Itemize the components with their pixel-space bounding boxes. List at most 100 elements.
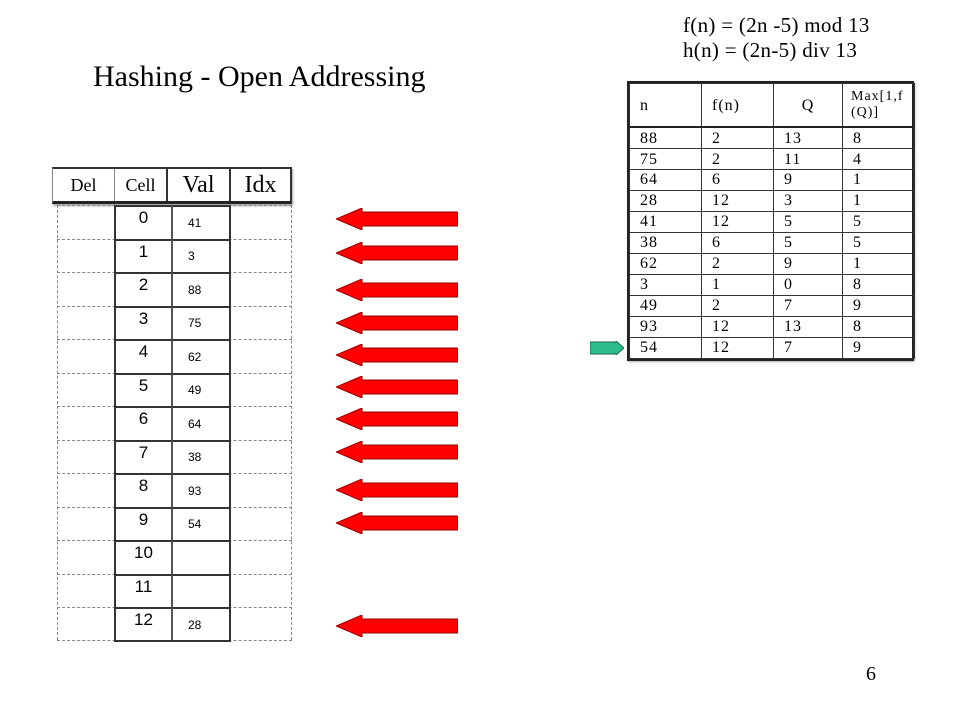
current-row-pointer-icon <box>590 341 624 355</box>
slide-title: Hashing - Open Addressing <box>93 60 426 93</box>
cell-index: 5 <box>114 372 172 406</box>
table-row: 1 3 <box>57 238 292 272</box>
left-arrow-icon <box>336 279 458 301</box>
f-value: 2 <box>701 294 774 317</box>
del-column-border <box>57 205 58 640</box>
left-arrow-icon <box>336 242 458 264</box>
left-arrow-icon <box>336 312 458 334</box>
cell-index: 0 <box>114 205 172 239</box>
left-arrow-icon <box>336 479 458 501</box>
table-bottom-border <box>114 640 231 642</box>
f-value: 6 <box>701 231 774 254</box>
header-del: Del <box>53 169 115 201</box>
n-value: 75 <box>629 148 702 170</box>
f-value: 2 <box>701 252 774 275</box>
cell-index: 3 <box>114 305 172 339</box>
cell-value: 62 <box>172 339 231 373</box>
max-value: 8 <box>842 273 915 296</box>
max-value: 1 <box>842 169 915 191</box>
n-value: 88 <box>629 126 702 150</box>
table-row: 7 38 <box>57 439 292 473</box>
left-arrow-icon <box>336 441 458 463</box>
n-value: 28 <box>629 189 702 212</box>
max-value: 9 <box>842 336 915 360</box>
q-value: 5 <box>773 210 843 233</box>
hash-table-body: 0 41 1 3 2 88 3 75 4 62 5 49 6 64 7 38 8… <box>57 205 292 642</box>
cell-value: 75 <box>172 305 231 339</box>
left-arrow-icon <box>336 208 458 230</box>
cell-value <box>172 573 231 607</box>
left-arrow-icon <box>336 408 458 430</box>
table-row: 4 62 <box>57 339 292 373</box>
header-cell: Cell <box>115 169 168 201</box>
cell-value <box>172 540 231 574</box>
table-row: 0 41 <box>57 205 292 239</box>
cell-index: 7 <box>114 439 172 473</box>
n-value: 62 <box>629 252 702 275</box>
max-value: 5 <box>842 231 915 254</box>
q-value: 7 <box>773 336 843 360</box>
header-max: Max[1,f (Q)] <box>842 83 915 128</box>
table-row: 11 <box>57 573 292 607</box>
page-number: 6 <box>866 663 876 685</box>
f-value: 6 <box>701 169 774 191</box>
left-arrow-icon <box>336 615 458 637</box>
f-value: 1 <box>701 273 774 296</box>
n-value: 3 <box>629 273 702 296</box>
n-value: 64 <box>629 169 702 191</box>
cell-value: 49 <box>172 372 231 406</box>
cell-index: 10 <box>114 540 172 574</box>
cell-index: 11 <box>114 573 172 607</box>
header-fn: f(n) <box>701 83 774 128</box>
n-value: 93 <box>629 315 702 338</box>
q-value: 13 <box>773 126 843 150</box>
cell-index: 2 <box>114 272 172 306</box>
cell-value: 38 <box>172 439 231 473</box>
f-value: 12 <box>701 336 774 360</box>
cell-value: 41 <box>172 205 231 239</box>
q-value: 13 <box>773 315 843 338</box>
left-arrow-icon <box>336 512 458 534</box>
cell-value: 3 <box>172 238 231 272</box>
table-row: 6 64 <box>57 406 292 440</box>
f-value: 12 <box>701 315 774 338</box>
cell-index: 1 <box>114 238 172 272</box>
header-n: n <box>629 83 702 128</box>
table-row: 3 75 <box>57 305 292 339</box>
idx-column-border <box>291 205 292 640</box>
cell-index: 4 <box>114 339 172 373</box>
q-value: 7 <box>773 294 843 317</box>
q-value: 11 <box>773 148 843 170</box>
left-arrow-icon <box>336 376 458 398</box>
formula-h: h(n) = (2n-5) div 13 <box>683 38 858 62</box>
cell-value: 54 <box>172 506 231 540</box>
max-value: 4 <box>842 148 915 170</box>
cell-value: 28 <box>172 607 231 641</box>
header-val: Val <box>168 169 231 201</box>
max-value: 8 <box>842 315 915 338</box>
f-value: 12 <box>701 210 774 233</box>
f-value: 12 <box>701 189 774 212</box>
max-value: 1 <box>842 189 915 212</box>
q-value: 0 <box>773 273 843 296</box>
max-value: 1 <box>842 252 915 275</box>
table-row: 5 49 <box>57 372 292 406</box>
cell-value: 93 <box>172 473 231 507</box>
max-value: 5 <box>842 210 915 233</box>
max-value: 8 <box>842 126 915 150</box>
q-value: 9 <box>773 169 843 191</box>
table-row: 8 93 <box>57 473 292 507</box>
left-arrow-icon <box>336 344 458 366</box>
